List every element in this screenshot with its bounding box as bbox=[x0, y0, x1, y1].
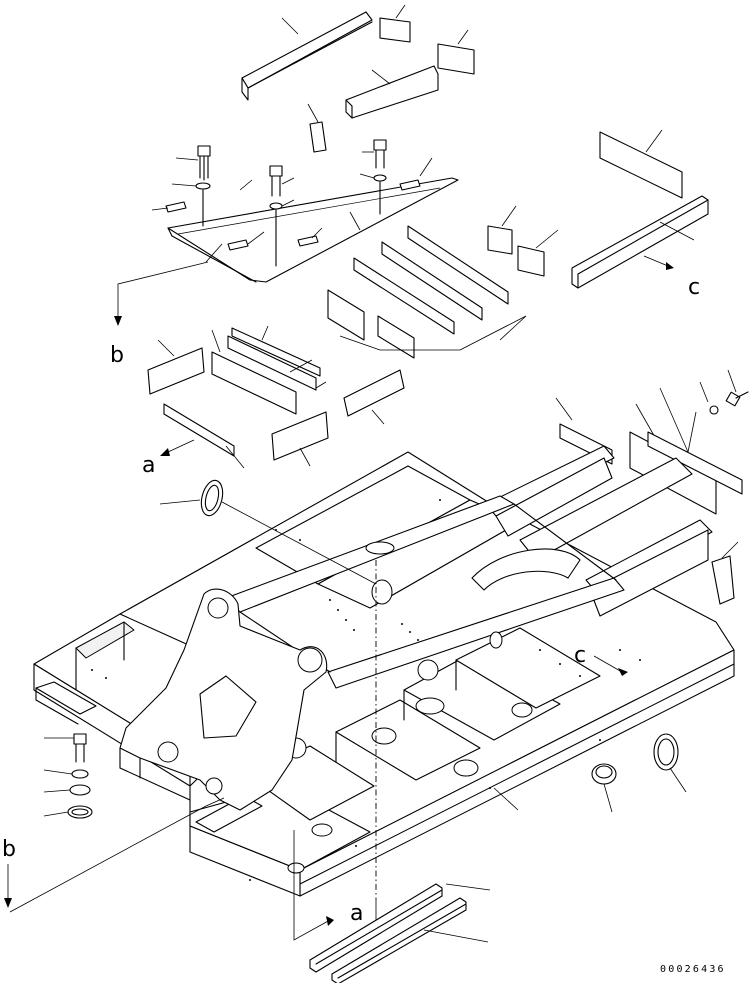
view-label-c-right: c bbox=[688, 275, 700, 300]
view-label-c-frame: c bbox=[574, 643, 586, 668]
bolt-bottom-left bbox=[43, 733, 93, 819]
block-center-left bbox=[211, 325, 327, 415]
bolt-right bbox=[699, 369, 749, 415]
view-label-a-top: a bbox=[142, 453, 155, 478]
bolt-2 bbox=[269, 165, 295, 267]
grommet-top bbox=[159, 479, 377, 585]
angled-block-left bbox=[163, 403, 245, 469]
rail-right-side bbox=[647, 387, 743, 495]
bar-stack-center bbox=[327, 225, 527, 359]
bolt-1 bbox=[171, 145, 211, 227]
view-label-a-bottom: a bbox=[350, 901, 363, 926]
square-pad-1 bbox=[487, 205, 517, 255]
document-number: 00026436 bbox=[660, 964, 726, 975]
view-label-b-top: b bbox=[110, 343, 124, 368]
bottom-rail-lower bbox=[331, 897, 489, 983]
upper-long-rail bbox=[241, 11, 373, 101]
view-a-arrow-top: a bbox=[142, 439, 195, 478]
grommet-right-2 bbox=[653, 733, 687, 793]
angled-block-right bbox=[343, 369, 405, 425]
pad-right-top bbox=[437, 29, 475, 75]
bolt-3 bbox=[359, 139, 387, 215]
bottom-rail-upper bbox=[309, 883, 491, 973]
view-a-arrow-bottom: a bbox=[293, 830, 377, 941]
view-b-arrow-top: b bbox=[110, 261, 209, 368]
rivet-dots bbox=[91, 499, 641, 881]
long-rail-right bbox=[571, 195, 709, 289]
angled-block-center bbox=[271, 411, 329, 467]
square-pad-2 bbox=[517, 229, 559, 277]
view-b-arrow-left: b bbox=[2, 797, 225, 913]
l-bracket-right bbox=[711, 541, 739, 605]
panel-right bbox=[599, 129, 683, 199]
grommet-right-1 bbox=[591, 763, 617, 813]
top-cover-plate bbox=[151, 157, 459, 283]
view-label-b-left: b bbox=[2, 837, 16, 862]
pad-small-top bbox=[379, 4, 411, 43]
wedge-bracket bbox=[345, 65, 439, 119]
block-left bbox=[147, 339, 205, 395]
view-c-arrow-frame: c bbox=[574, 643, 628, 676]
view-c-arrow-top: c bbox=[643, 255, 700, 300]
small-block bbox=[307, 103, 327, 153]
main-frame bbox=[33, 445, 735, 900]
